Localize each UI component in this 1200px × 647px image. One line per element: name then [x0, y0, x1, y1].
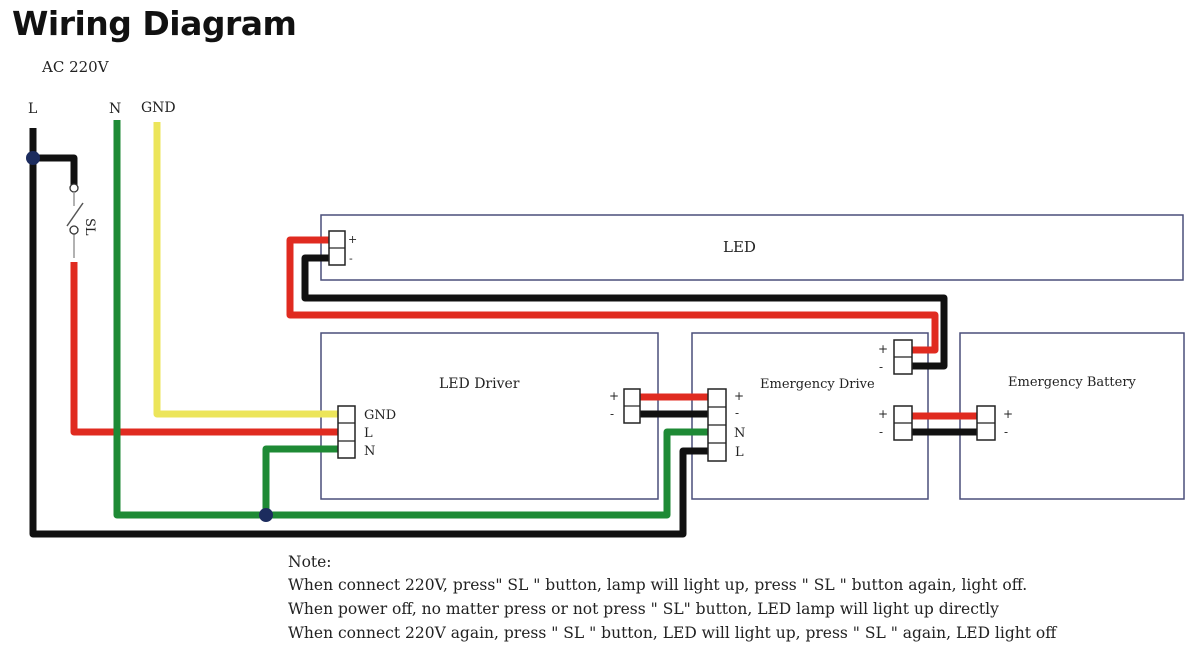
driver-l-label: L [364, 426, 373, 441]
driver-out-plus-sign: + [609, 389, 619, 403]
switch-label: SL [82, 218, 97, 236]
drive-in-l-label: L [735, 445, 744, 460]
wire-neutral-driver [262, 445, 346, 515]
battery-minus-sign: - [1004, 425, 1008, 439]
driver-gnd-label: GND [364, 408, 396, 423]
supply-label: AC 220V [41, 58, 110, 76]
wire-gnd-label: GND [141, 100, 176, 116]
drive-in-n-label: N [734, 426, 745, 441]
note-line-2: When power off, no matter press or not p… [288, 600, 999, 618]
drive-led-plus-sign: + [878, 342, 888, 356]
junction-dot-neutral [259, 508, 273, 522]
emergency-battery-box [959, 332, 1185, 500]
junction-dot-live [26, 151, 40, 165]
driver-out-minus-sign: - [610, 407, 614, 421]
wire-ground [153, 122, 346, 418]
wire-n-label: N [109, 101, 121, 117]
drive-bat-plus-sign: + [878, 407, 888, 421]
drive-in-minus-sign: - [735, 406, 739, 420]
note-line-1: When connect 220V, press" SL " button, l… [288, 576, 1028, 594]
note-line-3: When connect 220V again, press " SL " bu… [288, 624, 1057, 642]
emergency-drive-label: Emergency Drive [760, 377, 875, 392]
led-plus-sign: + [348, 233, 357, 246]
driver-n-label: N [364, 444, 375, 459]
driver-input-terminal [337, 405, 356, 459]
led-minus-sign: - [349, 252, 353, 265]
led-driver-label: LED Driver [439, 376, 520, 392]
drive-bat-minus-sign: - [879, 425, 883, 439]
led-driver-box [320, 332, 659, 500]
page-title: Wiring Diagram [12, 4, 297, 43]
wire-neutral-main [113, 120, 722, 519]
wire-live-switched [70, 262, 346, 436]
note-heading: Note: [288, 553, 332, 571]
emergency-drive-box [691, 332, 929, 500]
battery-plus-sign: + [1003, 407, 1013, 421]
emergency-battery-label: Emergency Battery [1008, 375, 1137, 390]
wire-led-negative [301, 254, 948, 370]
wire-l-label: L [28, 101, 37, 117]
led-label: LED [723, 238, 756, 256]
drive-in-plus-sign: + [734, 389, 744, 403]
led-box [320, 214, 1184, 281]
wire-led-positive [286, 236, 939, 354]
switch-sl [66, 183, 84, 258]
drive-led-minus-sign: - [879, 360, 883, 374]
wire-live-to-switch [33, 154, 78, 186]
wire-live-main [29, 128, 722, 538]
